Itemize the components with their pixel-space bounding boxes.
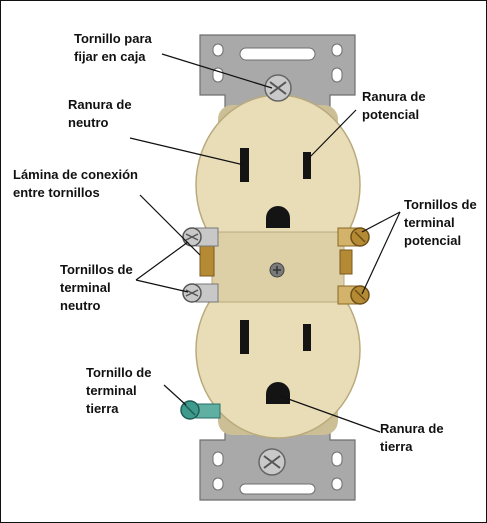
leader-ground-slot [279, 395, 381, 433]
label-box-screw: Tornillo para fijar en caja [74, 31, 152, 64]
label-ground-slot: Ranura de tierra [380, 421, 444, 454]
lower-neutral-slot [240, 320, 249, 354]
leader-hot-terminal-lower [361, 211, 401, 295]
neutral-terminal-screw-upper-icon [182, 227, 219, 247]
neutral-terminal-screw-lower-icon [182, 283, 219, 303]
upper-hot-slot [303, 152, 311, 179]
upper-neutral-slot [240, 148, 249, 182]
label-hot-slot: Ranura de potencial [362, 89, 426, 122]
label-hot-terminals: Tornillos de terminal potencial [404, 197, 477, 248]
leader-neutral-terminal-lower [135, 279, 189, 293]
leader-box-screw [161, 53, 273, 89]
bottom-box-screw-icon [258, 448, 286, 476]
hot-terminal-screw-lower-icon [337, 285, 370, 305]
label-bridge-tab: Lámina de conexión entre tornillos [13, 167, 138, 200]
leader-bridge-tab [139, 194, 201, 256]
bridge-tab [199, 245, 215, 277]
hot-bridge-tab [339, 249, 353, 275]
lower-ground-slot [266, 382, 290, 404]
leader-lines [129, 53, 401, 433]
leader-neutral-slot [129, 137, 245, 166]
leader-ground-terminal [163, 384, 187, 406]
upper-ground-slot [266, 206, 290, 228]
label-neutral-slot: Ranura de neutro [68, 97, 132, 130]
top-box-screw-icon [264, 74, 292, 102]
hot-terminal-screw-upper-icon [337, 227, 370, 247]
label-ground-terminal: Tornillo de terminal tierra [86, 365, 152, 416]
ground-terminal-screw-icon [180, 400, 221, 420]
leader-hot-terminal-upper [361, 211, 401, 233]
upper-outlet [240, 148, 311, 228]
lower-hot-slot [303, 324, 311, 351]
label-neutral-terminals: Tornillos de terminal neutro [60, 262, 133, 313]
leader-neutral-terminal-upper [135, 241, 189, 281]
lower-outlet [240, 320, 311, 404]
leader-hot-slot [306, 109, 357, 161]
